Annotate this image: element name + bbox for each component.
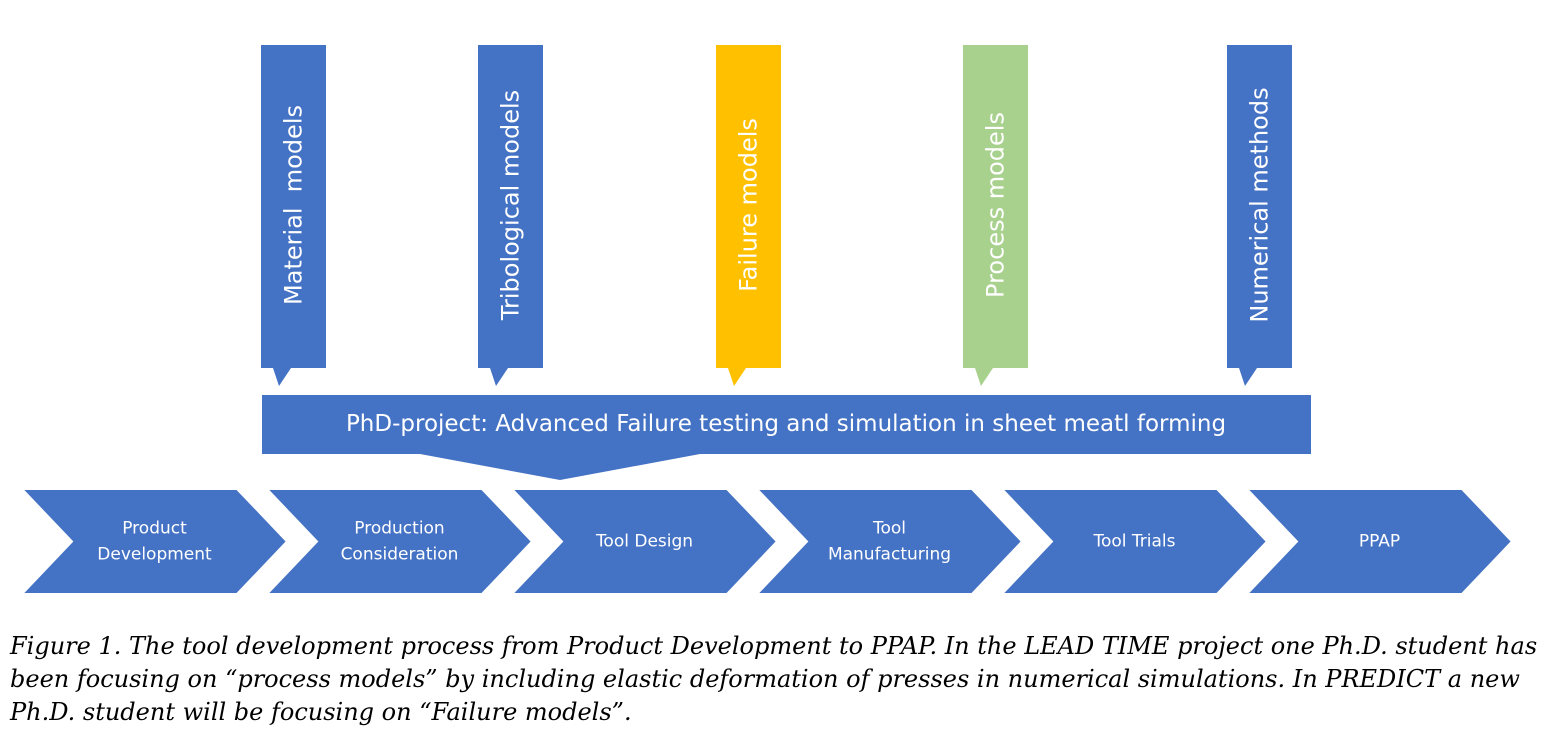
step-label-line: Consideration <box>341 545 459 565</box>
step-label-line: Tool <box>872 519 906 539</box>
callout-shape <box>963 45 1028 386</box>
callout-1: Material models <box>261 45 326 386</box>
callout-3: Failure models <box>716 45 781 386</box>
step-label-line: Production <box>354 519 444 539</box>
callout-label: Process models <box>982 112 1010 298</box>
figure-caption: Figure 1. The tool development process f… <box>10 632 1538 726</box>
callout-shape <box>716 45 781 386</box>
step-label-line: Development <box>97 545 212 565</box>
tool-development-diagram: Material models Tribological models Failur… <box>19 45 1514 595</box>
step-label-line: PPAP <box>1359 532 1400 552</box>
callout-5: Numerical methods <box>1227 45 1292 386</box>
callout-shape <box>478 45 543 386</box>
step-label-line: Tool Design <box>595 532 693 552</box>
banner-callout-shape <box>262 395 1311 480</box>
callout-shape <box>261 45 326 386</box>
step-label-line: Product <box>122 519 187 539</box>
callout-label: Material models <box>280 105 308 305</box>
process-chevrons: ProductDevelopmentProductionConsideratio… <box>19 488 1514 595</box>
banner-label: PhD-project: Advanced Failure testing an… <box>346 411 1226 437</box>
callout-label: Tribological models <box>497 90 525 321</box>
step-6: PPAP <box>1244 488 1514 595</box>
callout-shape <box>1227 45 1292 386</box>
chevron-shape <box>264 488 534 595</box>
step-label-line: Manufacturing <box>828 545 951 565</box>
callout-2: Tribological models <box>478 45 543 386</box>
chevron-shape <box>999 488 1269 595</box>
model-callouts: Material models Tribological models Failur… <box>261 45 1292 386</box>
step-label-line: Tool Trials <box>1092 532 1175 552</box>
step-5: Tool Trials <box>999 488 1269 595</box>
callout-label: Failure models <box>735 118 763 292</box>
phd-project-banner: PhD-project: Advanced Failure testing an… <box>262 395 1311 480</box>
step-3: Tool Design <box>509 488 779 595</box>
chevron-shape <box>1244 488 1514 595</box>
chevron-shape <box>509 488 779 595</box>
callout-label: Numerical methods <box>1246 87 1274 322</box>
chevron-shape <box>754 488 1024 595</box>
chevron-shape <box>19 488 289 595</box>
callout-4: Process models <box>963 45 1028 386</box>
